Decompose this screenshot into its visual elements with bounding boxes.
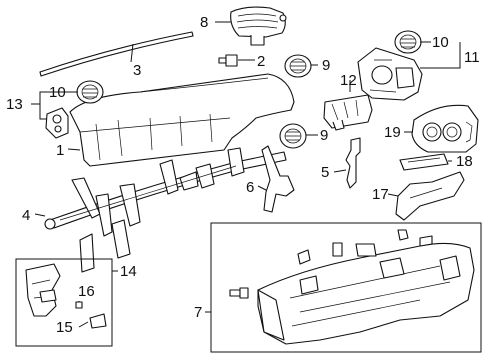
callout-16: 16 [78, 283, 95, 300]
cluster-hood [411, 104, 479, 153]
callouts: 1 2 3 4 5 6 7 8 9 9 10 10 11 12 13 14 15… [6, 14, 480, 336]
callout-19: 19 [384, 124, 401, 141]
leader-lines [31, 21, 461, 328]
center-switch-panel [323, 94, 373, 131]
inset-box-7 [210, 222, 482, 353]
support-brace [345, 137, 361, 189]
callout-10a: 10 [49, 84, 66, 101]
callout-12: 12 [340, 72, 357, 89]
right-cluster-panel [357, 47, 423, 101]
callout-8: 8 [200, 14, 208, 31]
inset-box-14 [15, 258, 113, 347]
instrument-panel [69, 73, 295, 167]
mounting-bracket [261, 145, 295, 213]
center-vent-lower [279, 123, 307, 149]
callout-17: 17 [372, 186, 389, 203]
callout-15: 15 [56, 319, 73, 336]
callout-13: 13 [6, 96, 23, 113]
callout-9b: 9 [320, 127, 328, 144]
hood-trim-strip [399, 153, 449, 171]
lower-cover [395, 171, 465, 221]
callout-10b: 10 [432, 34, 449, 51]
callout-6: 6 [246, 179, 254, 196]
callout-4: 4 [22, 207, 30, 224]
right-vent [394, 30, 422, 54]
center-vent-upper [284, 54, 312, 78]
callout-3: 3 [133, 62, 141, 79]
callout-2: 2 [257, 53, 265, 70]
callout-5: 5 [321, 164, 329, 181]
defroster-trim-strip [39, 31, 194, 77]
left-vent [76, 80, 104, 104]
cross-car-beam [44, 147, 287, 273]
callout-9a: 9 [322, 57, 330, 74]
callout-7: 7 [194, 304, 202, 321]
top-speaker-part [230, 6, 287, 46]
callout-1: 1 [56, 142, 64, 159]
callout-14: 14 [120, 263, 137, 280]
left-switch-bezel [45, 107, 69, 139]
clip-part [218, 54, 238, 67]
callout-18: 18 [456, 153, 473, 170]
callout-11: 11 [464, 49, 480, 66]
